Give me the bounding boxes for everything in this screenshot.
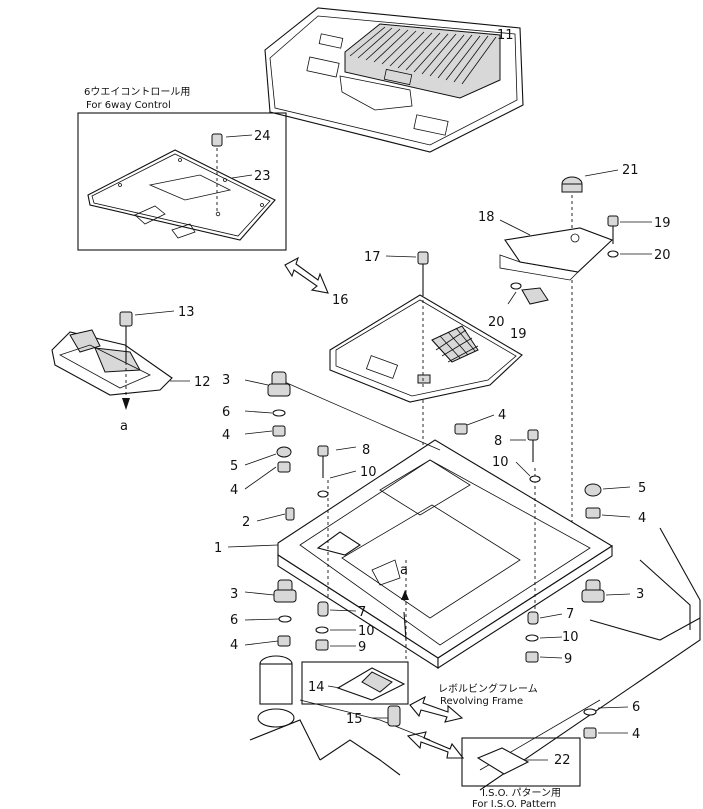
part-12-13 bbox=[51, 310, 190, 410]
part-number-labels: 11 24 23 21 18 19 20 17 16 20 19 13 12 3… bbox=[178, 28, 671, 768]
mounts-left-lower bbox=[244, 579, 297, 647]
part-14-box bbox=[301, 661, 409, 705]
notes: 6ウエイコントロール用 For 6way Control レボルビングフレーム … bbox=[84, 86, 561, 809]
label-21: 21 bbox=[622, 163, 639, 178]
label-15: 15 bbox=[346, 712, 363, 727]
label-6-left-upper: 6 bbox=[222, 405, 230, 420]
part-22-box bbox=[461, 737, 581, 787]
label-10-left: 10 bbox=[360, 465, 377, 480]
label-19-mid: 19 bbox=[510, 327, 527, 342]
label-3-right: 3 bbox=[636, 587, 644, 602]
note-revolving-en: Revolving Frame bbox=[440, 696, 523, 707]
label-4-right-b: 4 bbox=[632, 727, 640, 742]
label-3-left-lower: 3 bbox=[230, 587, 238, 602]
label-4-left-b: 4 bbox=[230, 483, 238, 498]
revolving-frame bbox=[249, 527, 701, 791]
label-9-right: 9 bbox=[564, 652, 572, 667]
label-10-right-lower: 10 bbox=[562, 630, 579, 645]
mounts-left-upper bbox=[227, 371, 295, 548]
marker-a-group: a a bbox=[120, 419, 408, 578]
note-six-way-en: For 6way Control bbox=[86, 100, 171, 111]
label-23: 23 bbox=[254, 169, 271, 184]
label-4-left-a: 4 bbox=[222, 428, 230, 443]
label-16: 16 bbox=[332, 293, 349, 308]
mounts-right bbox=[525, 483, 631, 739]
label-8-right: 8 bbox=[494, 434, 502, 449]
label-3-left-upper: 3 bbox=[222, 373, 230, 388]
inset-six-way bbox=[77, 112, 287, 251]
label-13: 13 bbox=[178, 305, 195, 320]
arrow-iso-link bbox=[406, 695, 465, 759]
mounts-center-lower bbox=[315, 590, 409, 727]
label-24: 24 bbox=[254, 129, 271, 144]
bolts-center bbox=[317, 414, 541, 498]
label-6-right-lower: 6 bbox=[632, 700, 640, 715]
label-4-center: 4 bbox=[498, 408, 506, 423]
arrow-inset-link bbox=[284, 256, 329, 294]
note-iso-en: For I.S.O. Pattern bbox=[472, 799, 556, 809]
label-22: 22 bbox=[554, 753, 571, 768]
label-5-right: 5 bbox=[638, 481, 646, 496]
label-7-left: 7 bbox=[358, 605, 366, 620]
label-8-left: 8 bbox=[362, 443, 370, 458]
note-iso-jp: I.S.O. パターン用 bbox=[482, 787, 561, 799]
part-18-21 bbox=[499, 169, 652, 545]
note-six-way-jp: 6ウエイコントロール用 bbox=[84, 86, 190, 98]
label-5-left: 5 bbox=[230, 459, 238, 474]
label-6-left-lower: 6 bbox=[230, 613, 238, 628]
label-4-left-c: 4 bbox=[230, 638, 238, 653]
label-12: 12 bbox=[194, 375, 211, 390]
label-11: 11 bbox=[497, 28, 514, 43]
label-18: 18 bbox=[478, 210, 495, 225]
label-10-right: 10 bbox=[492, 455, 509, 470]
part-11-cover bbox=[264, 7, 524, 153]
label-17: 17 bbox=[364, 250, 381, 265]
label-7-right: 7 bbox=[566, 607, 574, 622]
marker-a-left: a bbox=[120, 419, 128, 434]
part-1-frame bbox=[277, 379, 614, 670]
label-20-mid: 20 bbox=[488, 315, 505, 330]
label-14: 14 bbox=[308, 680, 325, 695]
label-19-top: 19 bbox=[654, 216, 671, 231]
label-20-top: 20 bbox=[654, 248, 671, 263]
label-4-right-a: 4 bbox=[638, 511, 646, 526]
label-1: 1 bbox=[214, 541, 222, 556]
label-9-center: 9 bbox=[358, 640, 366, 655]
label-10-center-lower: 10 bbox=[358, 624, 375, 639]
label-2: 2 bbox=[242, 515, 250, 530]
note-revolving-jp: レボルビングフレーム bbox=[438, 682, 538, 695]
marker-a-center: a bbox=[400, 563, 408, 578]
